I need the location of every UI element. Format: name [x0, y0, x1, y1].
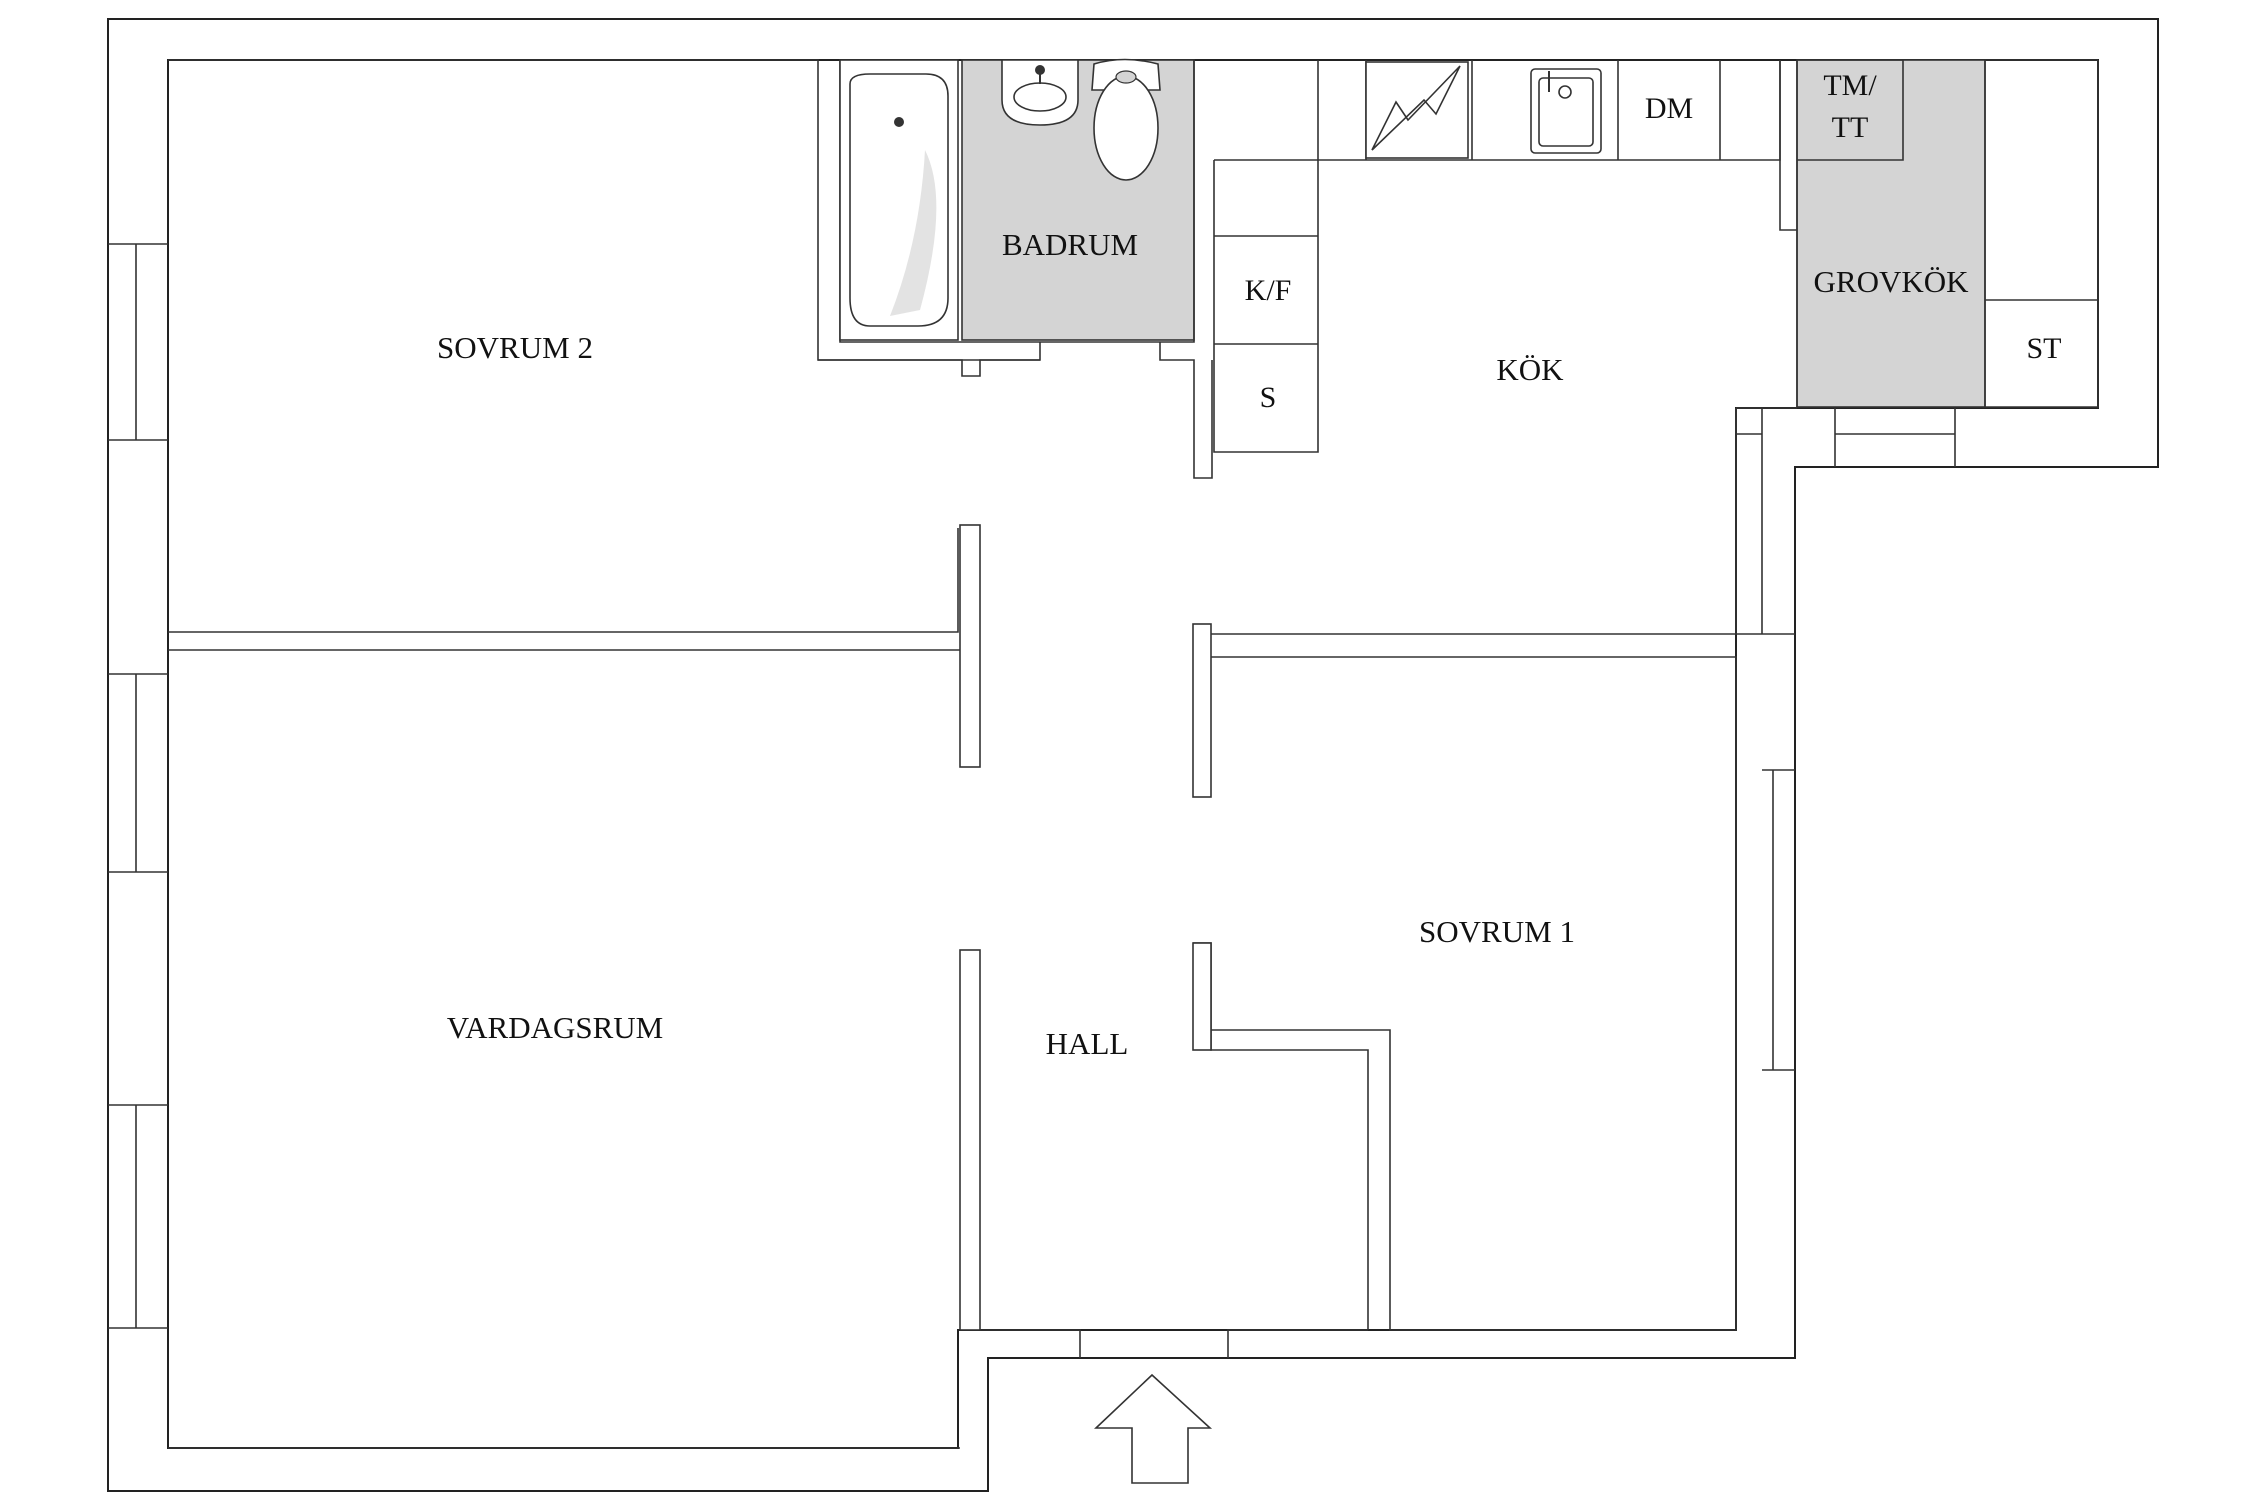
room-label-sovrum2: SOVRUM 2	[437, 330, 593, 365]
wall-stub-top-right	[1192, 623, 1212, 798]
room-label-sovrum1: SOVRUM 1	[1419, 914, 1575, 949]
toilet-icon	[1091, 58, 1161, 181]
room-label-hall: HALL	[1046, 1026, 1129, 1061]
wall-stub-top-left	[959, 524, 981, 768]
window-left-3	[108, 1104, 168, 1329]
bathtub-icon	[839, 59, 959, 341]
room-label-vardagsrum: VARDAGSRUM	[447, 1010, 664, 1045]
room-label-grovkok: GROVKÖK	[1814, 264, 1970, 299]
kitchen-counter-top	[1317, 60, 1781, 161]
room-label-badrum: BADRUM	[1002, 227, 1138, 262]
stove-icon	[1365, 61, 1469, 159]
fixture-label-tt: TT	[1832, 111, 1869, 144]
sovrum1-outline	[1193, 633, 1795, 1331]
entrance-arrow-icon	[1093, 1373, 1213, 1484]
washbasin-icon	[1001, 59, 1079, 126]
fixture-label-tm: TM/	[1823, 69, 1877, 102]
hall-outline	[980, 1329, 1368, 1358]
kitchen-counter-left	[1213, 159, 1319, 453]
grovkok-bottom	[1735, 407, 1956, 467]
room-label-kok: KÖK	[1496, 352, 1564, 387]
vardagsrum-outline	[168, 649, 960, 1449]
kitchen-sink-icon	[1530, 68, 1602, 154]
grovkok-shelves	[1797, 59, 2099, 408]
wall-stub-mid-left	[959, 949, 981, 1331]
grovkok-floor	[1796, 59, 1986, 408]
window-left-1	[108, 243, 168, 441]
fixture-label-kf: K/F	[1245, 274, 1292, 307]
fixture-label-st: ST	[2026, 332, 2061, 365]
kitchen-right-wall	[1779, 60, 1798, 407]
wall-stub-hall-right	[1192, 942, 1212, 1051]
fixture-label-s: S	[1260, 381, 1277, 414]
fixture-label-dm: DM	[1645, 92, 1693, 125]
window-right	[1762, 769, 1795, 1071]
window-left-2	[108, 673, 168, 873]
